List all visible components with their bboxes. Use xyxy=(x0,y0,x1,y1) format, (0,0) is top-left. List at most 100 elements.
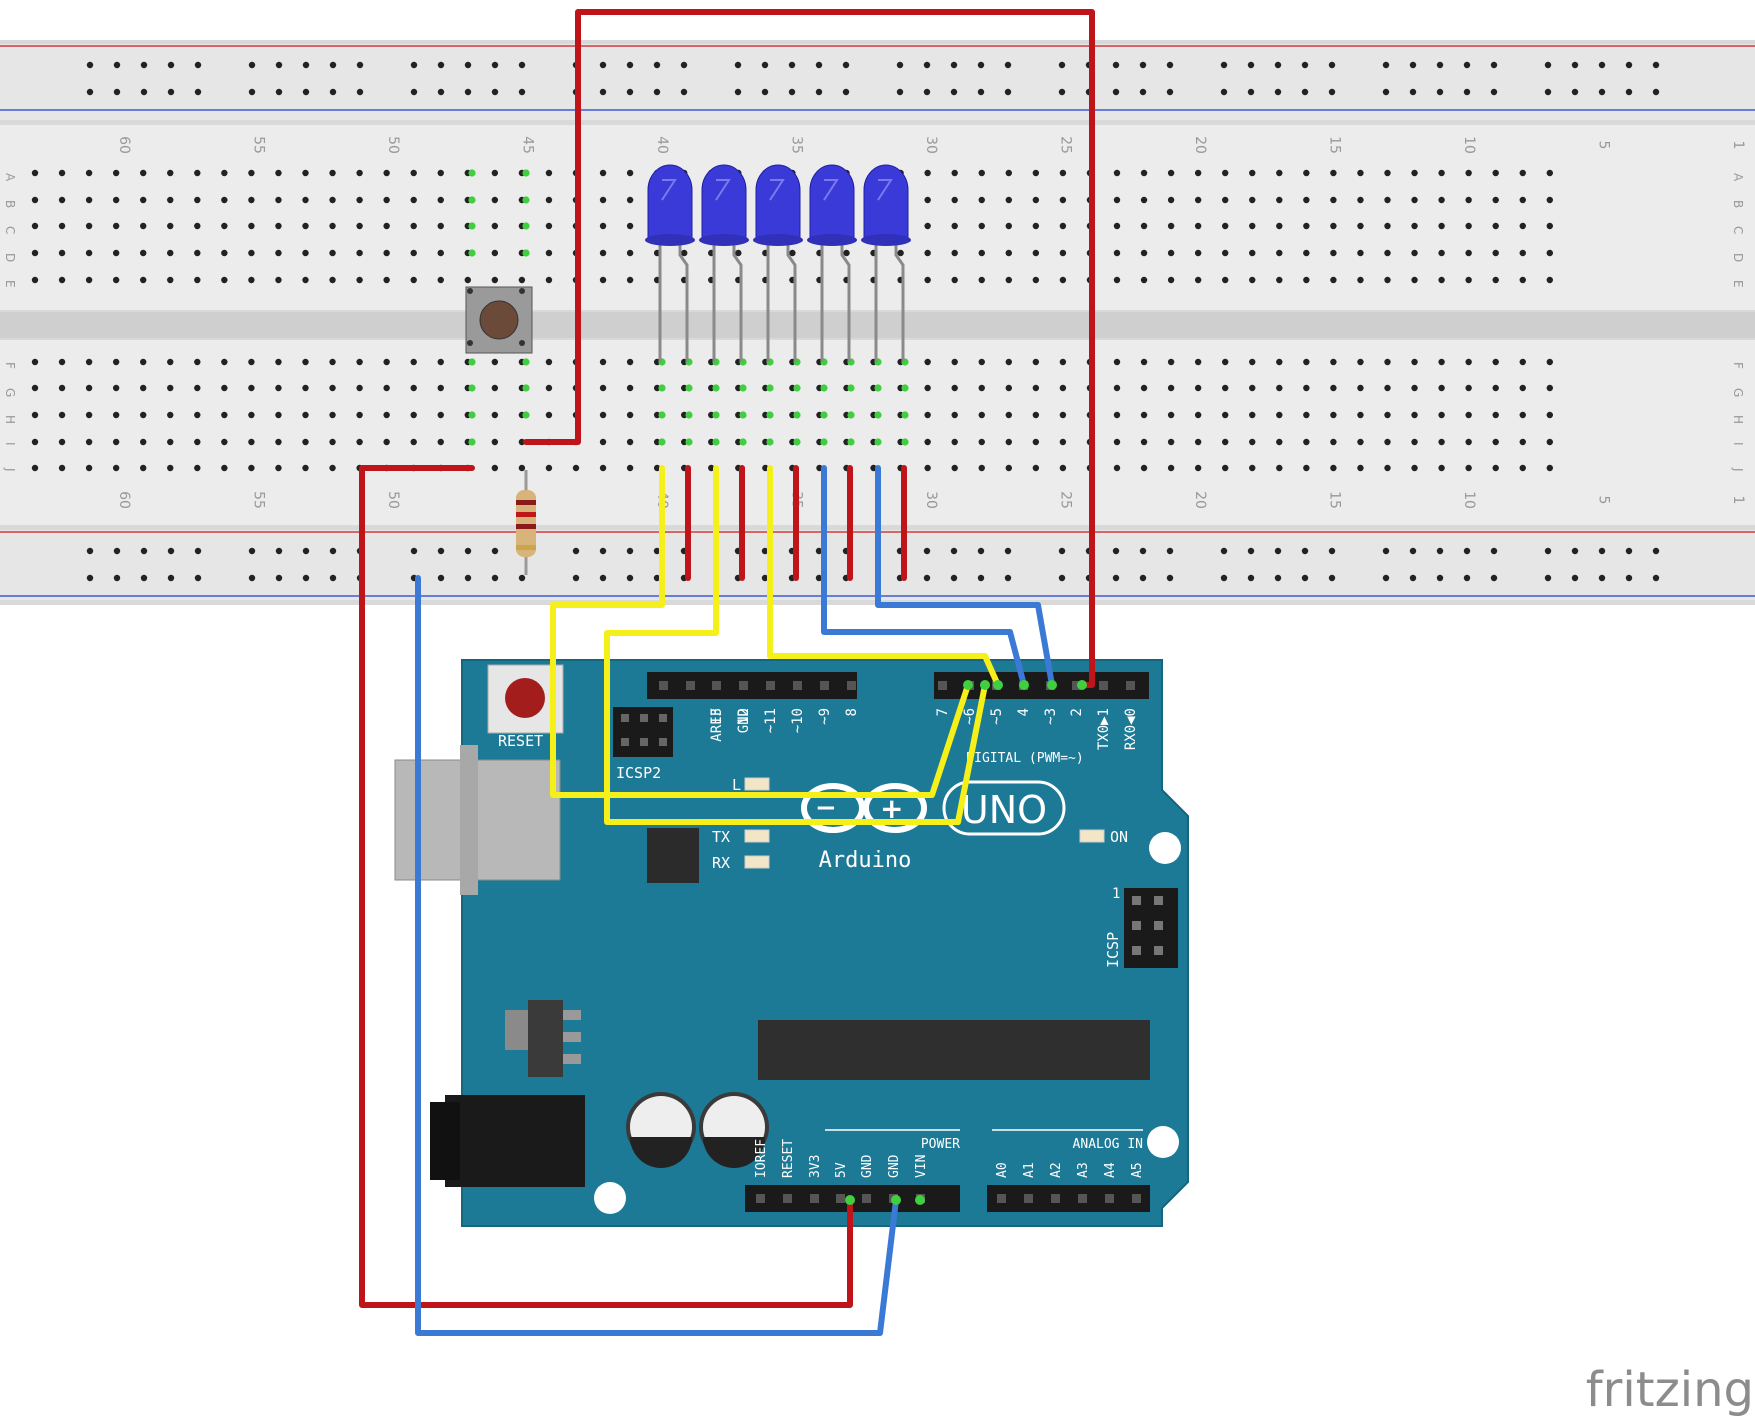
breadboard-hole xyxy=(410,222,417,230)
rail-hole xyxy=(761,574,769,582)
breadboard-hole xyxy=(221,196,228,204)
rail-hole xyxy=(761,61,769,69)
breadboard-hole xyxy=(302,196,309,204)
rail-hole xyxy=(1301,88,1309,96)
breadboard-hole xyxy=(1492,438,1499,446)
breadboard-hole xyxy=(924,249,931,257)
column-number-bottom: 30 xyxy=(923,491,939,509)
digital-pin-label: 13 xyxy=(709,708,725,725)
rail-hole xyxy=(599,547,607,555)
rail-hole xyxy=(86,574,94,582)
rail-hole xyxy=(356,61,364,69)
breadboard-hole xyxy=(1113,438,1121,446)
breadboard-hole xyxy=(1113,276,1121,284)
led-reflection xyxy=(769,179,785,201)
breadboard-hole xyxy=(545,464,553,472)
breadboard-hole xyxy=(302,276,309,284)
breadboard-hole xyxy=(1519,196,1526,204)
breadboard-hole xyxy=(248,411,255,419)
breadboard-hole xyxy=(410,384,417,392)
breadboard-hole xyxy=(545,276,553,284)
breadboard-hole xyxy=(1276,249,1283,257)
breadboard-hole xyxy=(85,438,93,446)
rail-hole xyxy=(734,61,742,69)
breadboard-hole xyxy=(1519,276,1526,284)
breadboard-hole xyxy=(1059,222,1067,230)
breadboard-hole xyxy=(1276,222,1283,230)
rail-hole xyxy=(248,574,256,582)
breadboard-hole xyxy=(1249,358,1256,366)
breadboard-hole xyxy=(302,384,309,392)
breadboard-hole xyxy=(31,169,39,177)
breadboard-hole xyxy=(329,384,336,392)
resistor-band xyxy=(516,500,536,505)
reset-label: RESET xyxy=(498,732,543,750)
breadboard-hole xyxy=(1492,222,1499,230)
rail-hole xyxy=(599,61,607,69)
connected-hole xyxy=(658,438,666,446)
breadboard-hole xyxy=(221,464,228,472)
rail-hole xyxy=(410,547,418,555)
breadboard-hole xyxy=(626,196,634,204)
column-number-bottom: 10 xyxy=(1461,491,1477,509)
breadboard-hole xyxy=(1276,276,1283,284)
rail-hole xyxy=(356,88,364,96)
breadboard-hole xyxy=(626,438,634,446)
rail-hole xyxy=(761,88,769,96)
breadboard-hole xyxy=(1546,196,1554,204)
dc-jack xyxy=(445,1095,585,1187)
column-number-top: 30 xyxy=(923,136,939,154)
breadboard-hole xyxy=(1222,384,1229,392)
breadboard-hole xyxy=(275,464,282,472)
breadboard-hole xyxy=(329,438,336,446)
yellow-wire-led1-to-pin7 xyxy=(550,465,971,798)
rail-hole xyxy=(275,547,283,555)
rail-hole xyxy=(1301,61,1309,69)
breadboard-hole xyxy=(1357,358,1364,366)
push-button-screw xyxy=(467,288,473,294)
breadboard-hole xyxy=(248,249,255,257)
breadboard-hole xyxy=(626,384,634,392)
breadboard-hole xyxy=(545,249,553,257)
breadboard-hole xyxy=(112,249,120,257)
rail-hole xyxy=(140,88,148,96)
breadboard-hole xyxy=(1492,249,1499,257)
rail-hole xyxy=(248,547,256,555)
connected-hole xyxy=(522,196,530,204)
breadboard-hole xyxy=(1113,358,1121,366)
breadboard-hole xyxy=(1005,169,1012,177)
regulator-pin xyxy=(563,1032,581,1042)
header-pin xyxy=(1154,896,1163,905)
rail-hole xyxy=(167,88,175,96)
breadboard-hole xyxy=(58,222,66,230)
rail-hole xyxy=(1652,88,1660,96)
breadboard-hole xyxy=(275,411,282,419)
connected-hole xyxy=(685,438,693,446)
rail-hole xyxy=(1301,574,1309,582)
breadboard-hole xyxy=(85,464,93,472)
row-letter: A xyxy=(1731,173,1745,182)
breadboard-hole xyxy=(1357,276,1364,284)
column-number-top: 45 xyxy=(520,136,536,154)
breadboard-hole xyxy=(383,222,390,230)
breadboard-hole xyxy=(194,438,201,446)
breadboard-hole xyxy=(978,411,985,419)
breadboard-hole xyxy=(248,276,255,284)
breadboard-hole xyxy=(410,438,417,446)
breadboard-hole xyxy=(978,196,985,204)
connected-hole xyxy=(766,411,774,419)
row-letter: B xyxy=(1731,200,1745,208)
breadboard-hole xyxy=(167,411,174,419)
rail-hole xyxy=(194,547,202,555)
breadboard-hole xyxy=(1546,464,1554,472)
row-letter: F xyxy=(1731,362,1745,369)
resistor-band xyxy=(516,524,536,529)
breadboard-hole xyxy=(356,196,363,204)
header-pin xyxy=(766,681,775,690)
breadboard-hole xyxy=(924,169,931,177)
rail-hole xyxy=(464,547,472,555)
breadboard-hole xyxy=(1167,249,1175,257)
breadboard-hole xyxy=(31,276,39,284)
breadboard-hole xyxy=(410,169,417,177)
row-letter: J xyxy=(3,467,17,472)
